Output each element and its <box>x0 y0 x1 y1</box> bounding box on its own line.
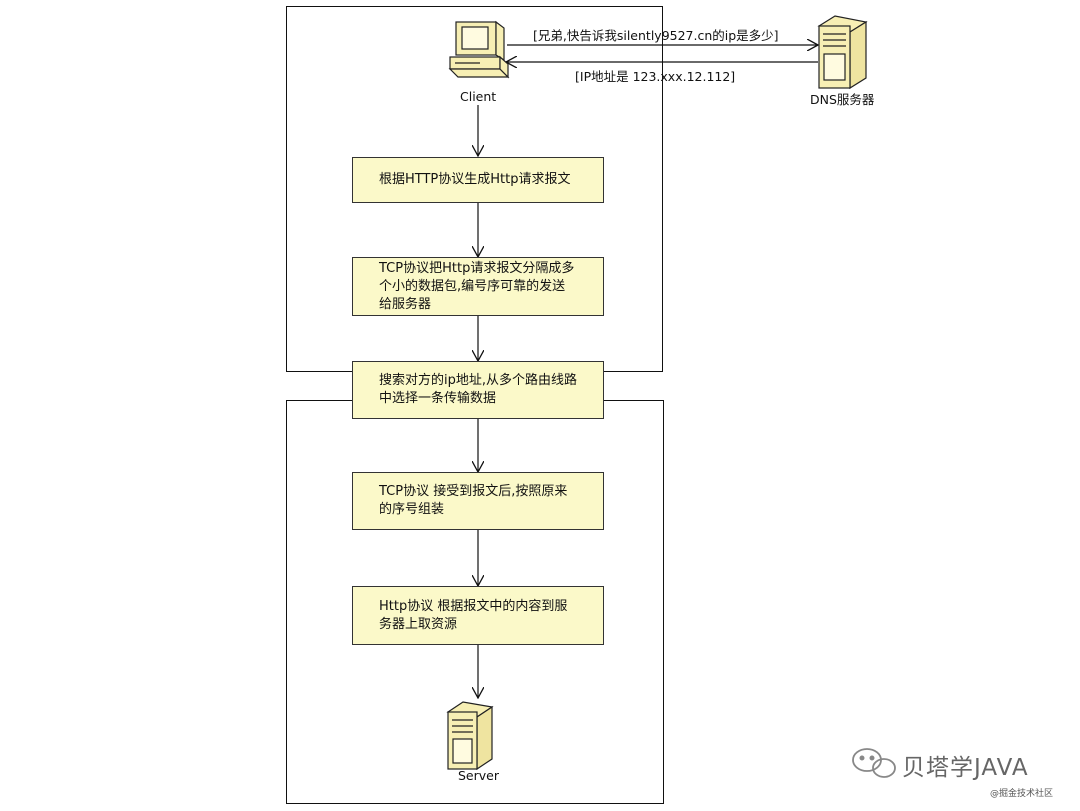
step-text: 根据HTTP协议生成Http请求报文 <box>379 172 571 187</box>
computer-icon <box>448 20 510 79</box>
step-text: 搜索对方的ip地址,从多个路由线路中选择一条传输数据 <box>379 373 577 406</box>
step-tcp-split-packets: TCP协议把Http请求报文分隔成多个小的数据包,编号序可靠的发送给服务器 <box>352 257 604 316</box>
step-text: Http协议 根据报文中的内容到服务器上取资源 <box>379 598 568 632</box>
wechat-logo-icon <box>852 748 896 778</box>
step-http-fetch-resource: Http协议 根据报文中的内容到服务器上取资源 <box>352 586 604 645</box>
dns-response-label: [IP地址是 123.xxx.12.112] <box>575 69 736 84</box>
dns-request-label: [兄弟,快告诉我silently9527.cn的ip是多少] <box>533 28 779 43</box>
watermark-source: @掘金技术社区 <box>990 789 1054 799</box>
watermark-brand: 贝塔学JAVA <box>902 755 1029 781</box>
client-label: Client <box>460 89 497 104</box>
server-label: Server <box>458 768 499 783</box>
server-tower-icon-dns <box>817 15 868 90</box>
step-generate-http-request: 根据HTTP协议生成Http请求报文 <box>352 157 604 203</box>
step-text: TCP协议 接受到报文后,按照原来的序号组装 <box>379 484 568 517</box>
step-tcp-reassemble: TCP协议 接受到报文后,按照原来的序号组装 <box>352 472 604 530</box>
step-text: TCP协议把Http请求报文分隔成多个小的数据包,编号序可靠的发送给服务器 <box>379 260 575 312</box>
step-route-transmission: 搜索对方的ip地址,从多个路由线路中选择一条传输数据 <box>352 361 604 419</box>
dns-server-label: DNS服务器 <box>810 92 875 107</box>
server-tower-icon <box>446 701 494 771</box>
